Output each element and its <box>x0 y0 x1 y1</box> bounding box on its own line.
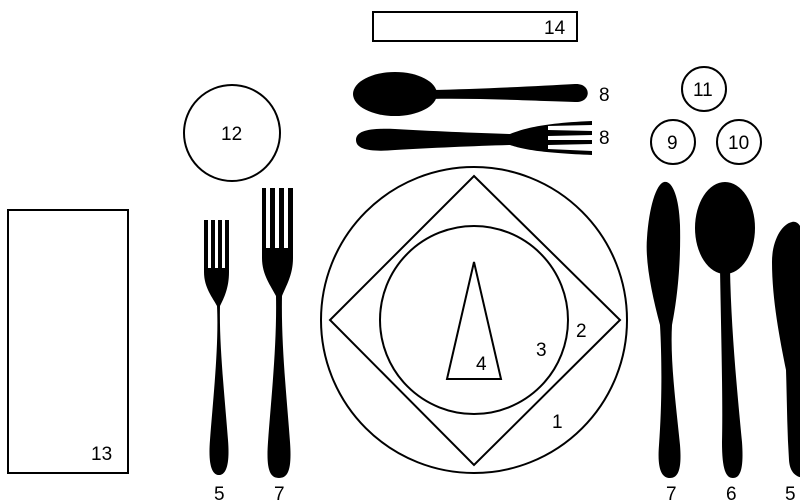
label-napkin-rect: 13 <box>91 444 112 465</box>
label-glass-left: 9 <box>667 133 678 154</box>
folded-card: 4 <box>447 262 501 379</box>
label-place-card: 14 <box>544 18 566 39</box>
glass-right: 10 <box>717 120 761 164</box>
dinner-knife: 7 <box>647 182 681 504</box>
label-bread-plate: 12 <box>221 124 242 145</box>
label-folded-card: 4 <box>476 354 487 375</box>
bread-plate: 12 <box>184 85 280 181</box>
label-plate: 1 <box>552 412 563 433</box>
label-napkin: 2 <box>576 321 587 342</box>
napkin-rect: 13 <box>8 210 128 473</box>
label-dinner-knife: 7 <box>666 484 677 504</box>
glass-top: 11 <box>682 67 726 111</box>
dessert-fork: 8 <box>356 121 610 155</box>
label-soup-spoon: 6 <box>726 484 737 504</box>
place-card: 14 <box>373 12 577 41</box>
dinner-plate: 1 <box>321 167 627 473</box>
napkin-diamond: 2 <box>330 176 620 465</box>
salad-knife: 5 <box>772 222 800 504</box>
label-dessert-spoon: 8 <box>599 85 610 106</box>
label-soup-bowl: 3 <box>536 340 547 361</box>
soup-spoon: 6 <box>695 182 755 504</box>
soup-bowl: 3 <box>380 226 568 414</box>
dessert-spoon: 8 <box>353 72 610 116</box>
glass-left: 9 <box>651 120 695 164</box>
label-glass-top: 11 <box>693 80 713 101</box>
dinner-fork: 7 <box>262 188 293 504</box>
label-dessert-fork: 8 <box>599 128 610 149</box>
salad-fork: 5 <box>204 220 229 504</box>
label-salad-fork: 5 <box>214 484 225 504</box>
label-glass-right: 10 <box>728 133 749 154</box>
label-dinner-fork: 7 <box>274 484 285 504</box>
label-salad-knife: 5 <box>785 484 796 504</box>
